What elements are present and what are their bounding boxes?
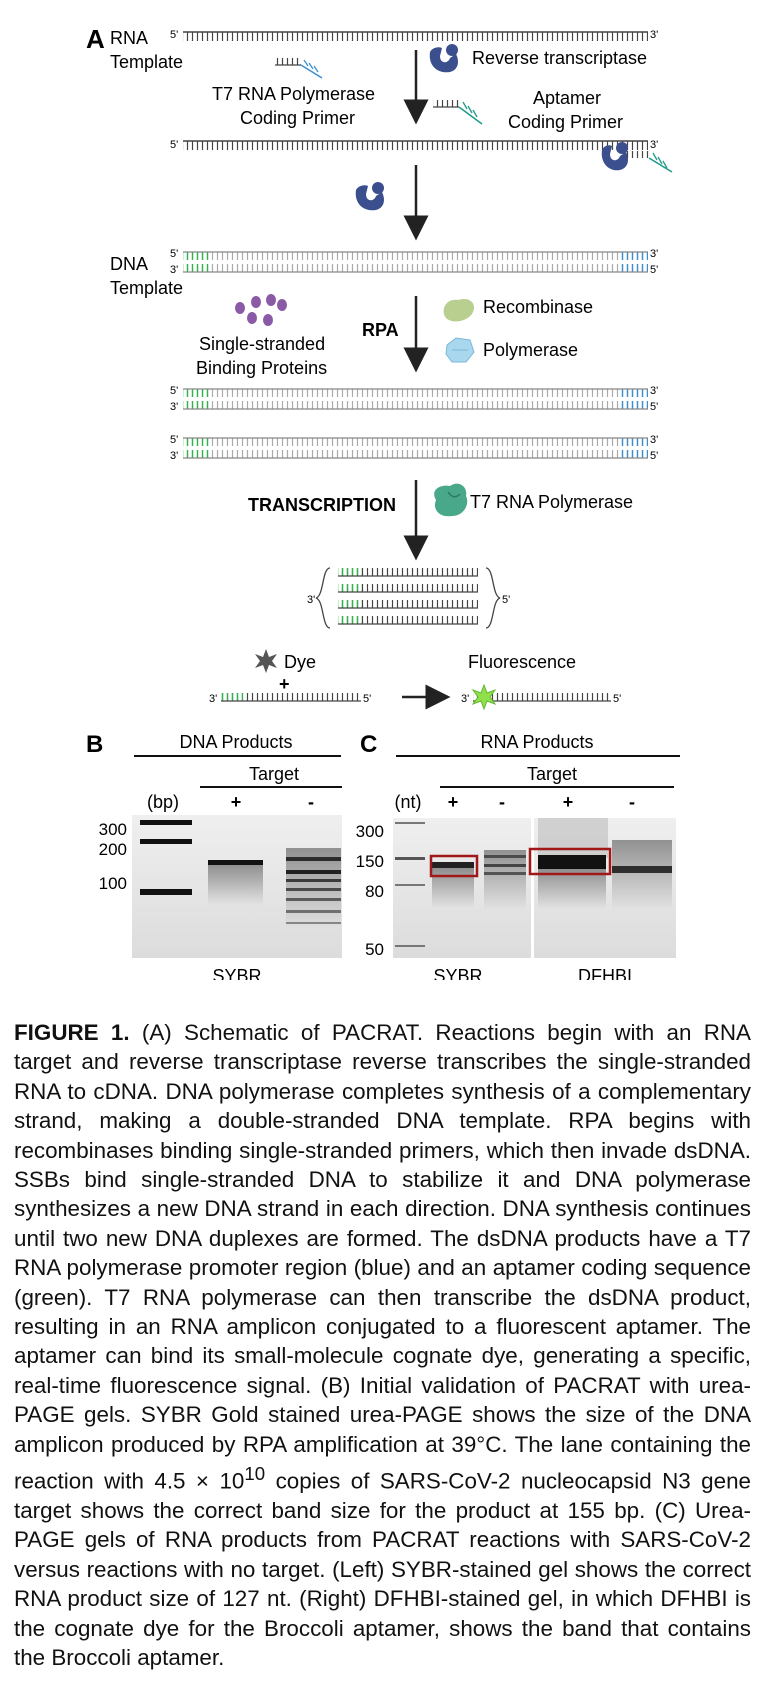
dye-label: Dye	[284, 652, 316, 672]
polymerase-label: Polymerase	[483, 340, 578, 360]
svg-text:3': 3'	[170, 264, 178, 276]
rna-amplicons: 3' 5'	[307, 567, 510, 629]
rna-template-label-2: Template	[110, 52, 183, 72]
rna2-3prime: 3'	[650, 139, 658, 151]
caption-text-2: copies of SARS-CoV-2 nucleocapsid N3 gen…	[14, 1468, 751, 1670]
aptamer-primer-label-1: Aptamer	[533, 88, 601, 108]
dna-template-duplex: 5' 3' 3' 5'	[170, 248, 658, 276]
ssb-label-1: Single-stranded	[199, 334, 325, 354]
transcription-label: TRANSCRIPTION	[248, 495, 396, 515]
gel-c-ladder-300: 300	[356, 822, 384, 841]
rna-apt-fluorescent: 3' 5'	[461, 683, 621, 711]
svg-text:3': 3'	[650, 434, 658, 446]
t7-primer-icon	[275, 58, 323, 79]
svg-text:5': 5'	[170, 248, 178, 260]
svg-text:3': 3'	[170, 401, 178, 413]
dna-template-label-2: Template	[110, 278, 183, 298]
panel-c-target: Target	[527, 764, 577, 784]
svg-text:5': 5'	[650, 401, 658, 413]
aptamer-primer-icon	[433, 100, 483, 125]
fluorescence-label: Fluorescence	[468, 652, 576, 672]
rna-template-strand	[183, 32, 648, 41]
svg-text:5': 5'	[170, 434, 178, 446]
aptamer-primer-label-2: Coding Primer	[508, 112, 623, 132]
dna-template-label-1: DNA	[110, 254, 148, 274]
svg-text:5': 5'	[650, 450, 658, 462]
gel-c-ladder-80: 80	[365, 882, 384, 901]
t7-polymerase-icon	[434, 483, 468, 517]
caption-superscript: 10	[244, 1463, 266, 1485]
gel-b-ladder-200: 200	[99, 840, 127, 859]
panel-b-plus: +	[231, 792, 242, 812]
svg-text:3': 3'	[650, 385, 658, 397]
svg-text:3': 3'	[170, 450, 178, 462]
aptamer-primer-bound	[625, 151, 673, 173]
dye-plus: +	[279, 674, 290, 694]
t7-polymerase-label: T7 RNA Polymerase	[470, 492, 633, 512]
rna-5prime: 5'	[170, 29, 178, 41]
gel-c-ladder-50: 50	[365, 940, 384, 959]
panel-c-plus-1: +	[448, 792, 459, 812]
ssb-icon	[235, 294, 287, 326]
panel-b-target: Target	[249, 764, 299, 784]
gel-b-ladder-300: 300	[99, 820, 127, 839]
dna-duplex-product-1: 5' 3' 3' 5'	[170, 385, 658, 413]
gel-c-dfhbi	[528, 818, 676, 958]
panel-a-label: A	[86, 24, 105, 54]
caption-text-1: (A) Schematic of PACRAT. Reactions begin…	[14, 1020, 751, 1494]
dye-icon	[255, 649, 277, 673]
fluorescent-dye-icon	[471, 683, 497, 711]
t7-primer-label-1: T7 RNA Polymerase	[212, 84, 375, 104]
svg-text:3': 3'	[307, 594, 315, 606]
svg-text:5': 5'	[363, 693, 371, 705]
reverse-transcriptase-icon-2	[355, 182, 384, 211]
ssb-label-2: Binding Proteins	[196, 358, 327, 378]
caption-label: FIGURE 1.	[14, 1020, 130, 1045]
rna-3prime: 3'	[650, 29, 658, 41]
rna-template-label-1: RNA	[110, 28, 148, 48]
panel-c-minus-2: -	[629, 792, 635, 812]
panel-b-title: DNA Products	[179, 732, 292, 752]
svg-text:3': 3'	[650, 248, 658, 260]
panel-c-plus-2: +	[563, 792, 574, 812]
gel-b-stain: SYBR	[212, 966, 261, 980]
panel-c-label: C	[360, 731, 377, 758]
reverse-transcriptase-label: Reverse transcriptase	[472, 48, 647, 68]
svg-text:3': 3'	[209, 693, 217, 705]
polymerase-icon	[445, 337, 475, 363]
t7-primer-label-2: Coding Primer	[240, 108, 355, 128]
rna-template-strand-2	[183, 141, 648, 150]
gel-c-sybr	[393, 818, 531, 958]
gel-b	[132, 815, 342, 958]
gel-c-ladder-150: 150	[356, 852, 384, 871]
gel-c-stain-sybr: SYBR	[433, 966, 482, 980]
recombinase-label: Recombinase	[483, 297, 593, 317]
svg-text:3': 3'	[461, 693, 469, 705]
panel-b-label: B	[86, 731, 103, 758]
rpa-label: RPA	[362, 320, 399, 340]
rna2-5prime: 5'	[170, 139, 178, 151]
svg-text:5': 5'	[170, 385, 178, 397]
svg-text:5': 5'	[502, 594, 510, 606]
panel-b-minus: -	[308, 792, 314, 812]
reverse-transcriptase-icon	[429, 44, 458, 73]
panel-c-title: RNA Products	[480, 732, 593, 752]
dna-duplex-product-2: 5' 3' 3' 5'	[170, 434, 658, 462]
svg-text:5': 5'	[613, 693, 621, 705]
svg-text:5': 5'	[650, 264, 658, 276]
figure-1: A RNA Template 5' 3' Reverse transcripta…	[86, 24, 680, 980]
panel-b-unit: (bp)	[147, 792, 179, 812]
panel-c-unit: (nt)	[395, 792, 422, 812]
rna-apt-unbound: 3' 5'	[209, 693, 371, 705]
gel-c-stain-dfhbi: DFHBI	[578, 966, 632, 980]
panel-c-minus-1: -	[499, 792, 505, 812]
figure-caption: FIGURE 1. (A) Schematic of PACRAT. React…	[14, 1018, 751, 1672]
recombinase-icon	[443, 298, 475, 322]
gel-b-ladder-100: 100	[99, 874, 127, 893]
